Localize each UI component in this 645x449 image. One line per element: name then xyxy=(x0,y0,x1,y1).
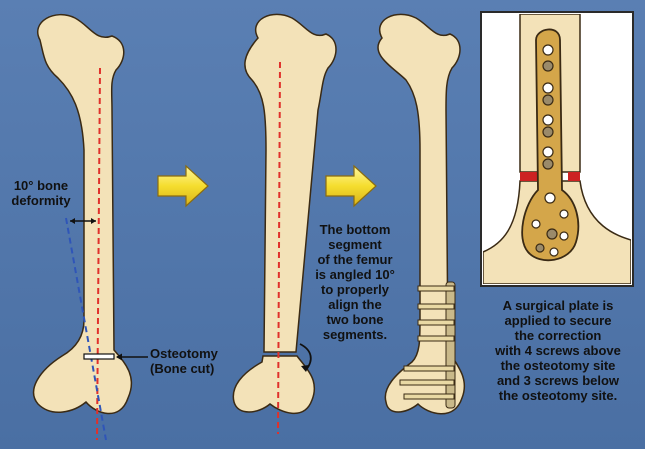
transition-arrow-1 xyxy=(157,164,209,208)
deformity-arrowhead-left xyxy=(70,218,75,224)
osteotomy-pointer-head xyxy=(116,353,122,361)
screw-head xyxy=(542,126,554,138)
screw-head xyxy=(535,243,545,253)
inset-closeup xyxy=(480,11,634,287)
bone-3 xyxy=(377,13,466,415)
angled-segment-label: The bottom segment of the femur is angle… xyxy=(315,222,395,342)
bone-1-blue-axis xyxy=(65,217,107,441)
screw-hole xyxy=(542,82,554,94)
screw xyxy=(417,319,455,326)
screw-head xyxy=(542,60,554,72)
surgical-plate-label: A surgical plate is applied to secure th… xyxy=(495,298,621,403)
deformity-arrowhead-right xyxy=(91,218,96,224)
bone-2-red-axis xyxy=(277,61,281,435)
screw xyxy=(417,285,455,292)
deformity-label: 10° bone deformity xyxy=(11,178,71,208)
screw xyxy=(417,303,455,310)
screw-hole xyxy=(542,44,554,56)
inset-surgical-plate xyxy=(521,28,580,262)
screw-head xyxy=(531,219,541,229)
inset-cut-red-right xyxy=(568,172,580,181)
bone-1 xyxy=(32,13,148,441)
screw-head xyxy=(559,209,569,219)
transition-arrow-2 xyxy=(325,164,377,208)
osteotomy-label: Osteotomy (Bone cut) xyxy=(150,346,218,376)
inset-cut-red-left xyxy=(520,172,538,181)
screw-hole xyxy=(559,231,569,241)
screw-head xyxy=(542,94,554,106)
bone-1-red-axis xyxy=(96,67,101,441)
bone-3-screws xyxy=(399,285,455,400)
osteotomy-cut-mark xyxy=(83,353,115,360)
bone-3-plate xyxy=(445,281,456,409)
screw xyxy=(417,335,455,342)
screw-hole xyxy=(542,146,554,158)
screw-hole xyxy=(549,247,559,257)
screw xyxy=(399,379,455,386)
bone-3-shape xyxy=(377,13,466,415)
screw xyxy=(403,393,455,400)
screw-head xyxy=(546,228,558,240)
bone-2-lower-segment xyxy=(232,355,316,414)
inset-screws xyxy=(531,44,569,257)
bone-1-shape xyxy=(32,13,133,415)
screw xyxy=(403,365,455,372)
screw-hole xyxy=(542,114,554,126)
bone-2 xyxy=(232,13,337,435)
screw-hole xyxy=(544,192,556,204)
screw-head xyxy=(542,158,554,170)
rotation-arrowhead xyxy=(301,365,309,372)
bone-2-upper-segment xyxy=(244,13,337,353)
